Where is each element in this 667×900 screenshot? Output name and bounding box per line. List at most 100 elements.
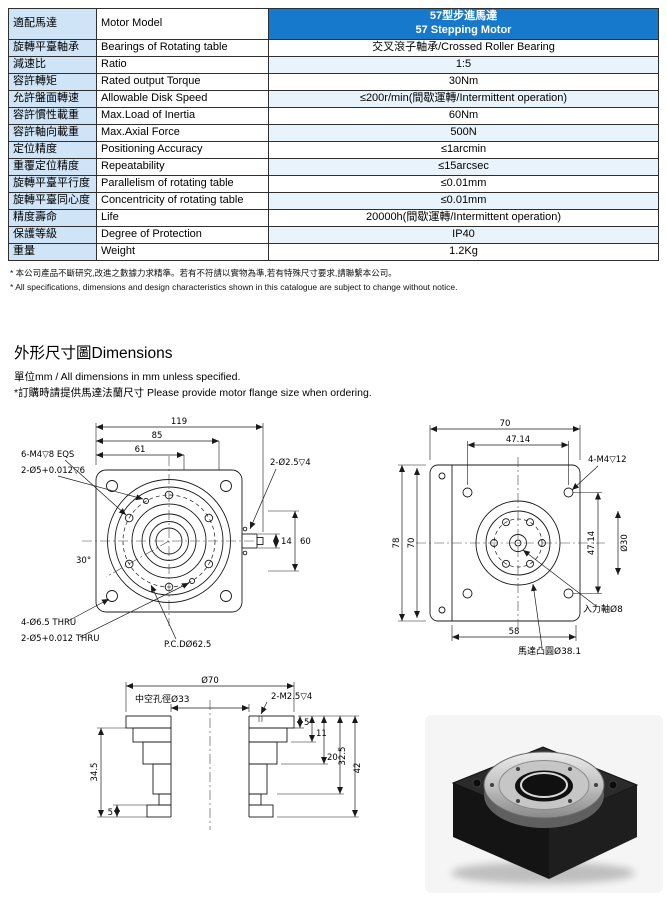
row-value: 500N xyxy=(268,124,659,142)
dim-4714-right: 47.14 xyxy=(587,531,597,555)
row-label-en: Parallelism of rotating table xyxy=(96,175,269,193)
table-header-row: 適配馬達 Motor Model 57型步進馬達 57 Stepping Mot… xyxy=(8,8,659,40)
spec-table: 適配馬達 Motor Model 57型步進馬達 57 Stepping Mot… xyxy=(8,8,659,261)
row-label-cn: 旋轉平臺平行度 xyxy=(8,175,97,193)
row-label-en: Life xyxy=(96,209,269,227)
row-value: 30Nm xyxy=(268,73,659,91)
dim-angle-30: 30° xyxy=(76,556,91,566)
label-hollow-bore: 中空孔徑Ø33 xyxy=(135,693,190,705)
table-row: 重覆定位精度 Repeatability ≤15arcsec xyxy=(8,158,659,176)
dim-70-top: 70 xyxy=(500,419,511,429)
row-label-cn: 容許慣性載重 xyxy=(8,107,97,125)
label-input-shaft: 入力軸Ø8 xyxy=(583,603,623,615)
dim-34-5: 34.5 xyxy=(90,763,100,782)
section-profile xyxy=(125,715,295,818)
dim-5-top: 5 xyxy=(304,718,309,728)
dim-5-bottom: 5 xyxy=(108,808,113,818)
label-holes-2.5: 2-Ø2.5▽4 xyxy=(270,457,311,468)
ordering-note: *訂購時請提供馬達法蘭尺寸 Please provide motor flang… xyxy=(14,386,372,399)
row-value: ≤15arcsec xyxy=(268,158,659,176)
table-row: 旋轉平臺平行度 Parallelism of rotating table ≤0… xyxy=(8,175,659,193)
row-label-cn: 保護等級 xyxy=(8,226,97,244)
dim-11: 11 xyxy=(316,729,327,739)
input-shaft xyxy=(241,526,264,556)
dim-o30: Ø30 xyxy=(619,534,630,552)
row-label-en: Degree of Protection xyxy=(96,226,269,244)
table-row: 重量 Weight 1.2Kg xyxy=(8,243,659,261)
table-row: 保護等級 Degree of Protection IP40 xyxy=(8,226,659,244)
dim-20: 20 xyxy=(327,753,338,763)
row-label-en: Allowable Disk Speed xyxy=(96,90,269,108)
row-label-cn: 旋轉平臺軸承 xyxy=(8,39,97,57)
dim-32-5: 32.5 xyxy=(338,747,348,766)
row-label-cn: 容許轉矩 xyxy=(8,73,97,91)
row-label-cn: 減速比 xyxy=(8,56,97,74)
row-value: 1.2Kg xyxy=(268,243,659,261)
table-row: 容許軸向載重 Max.Axial Force 500N xyxy=(8,124,659,142)
row-label-cn: 重覆定位精度 xyxy=(8,158,97,176)
header-label-en: Motor Model xyxy=(96,8,269,40)
row-label-cn: 精度壽命 xyxy=(8,209,97,227)
motor-model-cn: 57型步進馬達 xyxy=(429,10,498,23)
table-row: 精度壽命 Life 20000h(間歇運轉/Intermittent opera… xyxy=(8,209,659,227)
row-label-en: Ratio xyxy=(96,56,269,74)
row-label-en: Concentricity of rotating table xyxy=(96,192,269,210)
row-label-en: Positioning Accuracy xyxy=(96,141,269,159)
row-value: 20000h(間歇運轉/Intermittent operation) xyxy=(268,209,659,227)
dim-42: 42 xyxy=(353,763,363,774)
header-value-cell: 57型步進馬達 57 Stepping Motor xyxy=(268,8,659,40)
dim-78: 78 xyxy=(392,538,402,549)
motor-model-en: 57 Stepping Motor xyxy=(415,24,512,36)
row-label-en: Bearings of Rotating table xyxy=(96,39,269,57)
row-value: 1:5 xyxy=(268,56,659,74)
row-value: 60Nm xyxy=(268,107,659,125)
table-row: 減速比 Ratio 1:5 xyxy=(8,56,659,74)
table-row: 旋轉平臺軸承 Bearings of Rotating table 交叉滾子軸承… xyxy=(8,39,659,57)
dim-85: 85 xyxy=(152,431,163,441)
bearing-face xyxy=(483,751,605,828)
product-photo xyxy=(425,715,663,893)
dimension-lines xyxy=(398,425,621,648)
dim-60: 60 xyxy=(300,537,311,547)
label-thru-6.5: 4-Ø6.5 THRU xyxy=(21,617,76,628)
dim-70-left: 70 xyxy=(407,538,417,549)
dim-4714-top: 47.14 xyxy=(506,435,530,445)
label-pin-thru: 2-Ø5+0.012 THRU xyxy=(21,633,99,644)
row-value: IP40 xyxy=(268,226,659,244)
row-label-en: Weight xyxy=(96,243,269,261)
drawings-area: 119 85 61 6-M4▽8 EQS 2-Ø5+0.012▽6 2-Ø2.5… xyxy=(0,408,667,900)
label-4m4: 4-M4▽12 xyxy=(588,455,627,465)
row-value: ≤1arcmin xyxy=(268,141,659,159)
label-motor-boss: 馬達凸圓Ø38.1 xyxy=(518,645,581,657)
footnote-cn: * 本公司產品不斷研究,改進之數據力求精準。若有不符請以實物為準,若有特殊尺寸要… xyxy=(10,268,397,278)
row-value: 交叉滾子軸承/Crossed Roller Bearing xyxy=(268,39,659,57)
centerlines xyxy=(82,456,256,626)
row-label-en: Max.Axial Force xyxy=(96,124,269,142)
side-view: 70 47.14 4-M4▽12 78 70 47.14 Ø30 入力軸Ø8 5… xyxy=(392,419,630,657)
dim-o70: Ø70 xyxy=(201,675,219,686)
label-pin-depth: 2-Ø5+0.012▽6 xyxy=(21,465,85,476)
table-row: 容許轉矩 Rated output Torque 30Nm xyxy=(8,73,659,91)
row-label-en: Max.Load of Inertia xyxy=(96,107,269,125)
label-pcd: P.C.DØ62.5 xyxy=(164,639,211,650)
header-label-cn: 適配馬達 xyxy=(8,8,97,40)
row-value: ≤0.01mm xyxy=(268,192,659,210)
dimension-lines xyxy=(57,423,299,640)
centerlines xyxy=(416,457,605,631)
dim-58: 58 xyxy=(509,627,520,637)
dim-61: 61 xyxy=(135,445,146,455)
row-value: ≤200r/min(間歇運轉/Intermittent operation) xyxy=(268,90,659,108)
label-m4-eqs: 6-M4▽8 EQS xyxy=(21,450,74,460)
row-value: ≤0.01mm xyxy=(268,175,659,193)
front-view: 119 85 61 6-M4▽8 EQS 2-Ø5+0.012▽6 2-Ø2.5… xyxy=(21,417,311,650)
row-label-cn: 容許軸向載重 xyxy=(8,124,97,142)
footnote-en: * All specifications, dimensions and des… xyxy=(10,282,458,293)
dimensions-subtext: 單位mm / All dimensions in mm unless speci… xyxy=(14,370,667,402)
table-row: 允許盤面轉速 Allowable Disk Speed ≤200r/min(間歇… xyxy=(8,90,659,108)
row-label-cn: 旋轉平臺同心度 xyxy=(8,192,97,210)
dimensions-title: 外形尺寸圖Dimensions xyxy=(14,344,173,362)
label-2m25: 2-M2.5▽4 xyxy=(271,692,312,702)
row-label-cn: 允許盤面轉速 xyxy=(8,90,97,108)
table-row: 容許慣性載重 Max.Load of Inertia 60Nm xyxy=(8,107,659,125)
